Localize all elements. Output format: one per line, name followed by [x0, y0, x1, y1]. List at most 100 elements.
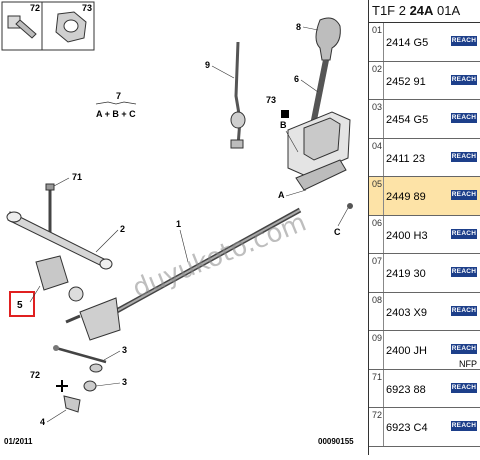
callout-9: 9 — [205, 60, 210, 70]
part-reference[interactable]: 6923 88 — [386, 383, 426, 396]
row-divider — [383, 254, 384, 292]
reach-badge[interactable]: REACH — [451, 190, 477, 200]
part-reference[interactable]: 6923 C4 — [386, 422, 428, 434]
callout-3a: 3 — [122, 345, 127, 355]
row-divider — [383, 408, 384, 446]
part-index: 02 — [372, 63, 383, 74]
part-reference[interactable]: 2452 91 — [386, 75, 426, 88]
reach-badge[interactable]: REACH — [451, 305, 477, 316]
part-index: 03 — [372, 102, 383, 112]
callout-1: 1 — [176, 219, 181, 229]
callout-72: 72 — [30, 370, 40, 380]
callout-A: A — [278, 190, 285, 200]
gear-knob — [315, 17, 341, 61]
callout-73: 73 — [266, 95, 276, 105]
nut-icon — [55, 11, 87, 43]
row-divider — [383, 331, 384, 369]
reach-badge[interactable]: REACH — [451, 151, 477, 162]
part-reference[interactable]: 2414 G5 — [386, 37, 429, 49]
reach-badge[interactable]: REACH — [451, 344, 477, 354]
part-note: NFP — [459, 359, 477, 369]
part-index: 08 — [372, 294, 383, 305]
formula-number: 7 — [116, 91, 121, 101]
highlight-box — [9, 291, 35, 317]
footer-code: 00090155 — [318, 437, 354, 446]
row-divider — [383, 138, 384, 176]
diagram-svg: 72 73 8 6 73 B 9 7 A + B + C 1 A C 71 — [1, 1, 354, 446]
shift-housing — [287, 111, 351, 191]
screw-72 — [56, 380, 68, 392]
formula-text: A + B + C — [96, 109, 136, 119]
part-reference[interactable]: 2400 JH — [386, 345, 427, 357]
reach-badge[interactable]: REACH — [451, 267, 477, 277]
callout-72-top: 72 — [30, 3, 40, 13]
part-index: 71 — [372, 371, 383, 382]
header-suffix: 01A — [433, 3, 461, 18]
part-reference[interactable]: 2411 23 — [386, 152, 425, 165]
part-index: 01 — [372, 25, 383, 35]
row-divider — [383, 292, 384, 330]
watermark: duyukoto.com — [128, 207, 310, 304]
row-divider — [383, 177, 384, 215]
callout-71: 71 — [72, 172, 82, 182]
bolt-c — [347, 203, 353, 209]
callout-4: 4 — [40, 417, 45, 427]
selector-lever-5 — [35, 255, 84, 302]
selector-rod-9 — [230, 41, 246, 149]
callout-2: 2 — [120, 224, 125, 234]
rod-3 — [53, 345, 107, 373]
reach-badge[interactable]: REACH — [451, 113, 477, 123]
part-reference[interactable]: 2449 89 — [386, 191, 426, 203]
callout-6: 6 — [294, 74, 299, 84]
bushing-3 — [83, 380, 97, 392]
reach-badge[interactable]: REACH — [451, 36, 477, 46]
header-prefix: T1F 2 — [372, 3, 410, 18]
header-bold: 24A — [409, 3, 434, 18]
callout-3b: 3 — [122, 377, 127, 387]
row-divider — [383, 61, 384, 99]
part-reference[interactable]: 2400 H3 — [386, 229, 428, 242]
footer-date: 01/2011 — [4, 437, 33, 446]
part-index: 04 — [372, 140, 383, 151]
row-divider — [383, 23, 384, 61]
exploded-parts-diagram: 72 73 8 6 73 B 9 7 A + B + C 1 A C 71 — [1, 1, 354, 446]
support-bracket-2 — [6, 211, 113, 270]
reach-badge[interactable]: REACH — [451, 228, 477, 239]
square-marker — [281, 110, 289, 118]
callout-8: 8 — [296, 22, 301, 32]
callout-5: 5 — [17, 300, 23, 311]
clip-4 — [63, 395, 81, 413]
part-index: 05 — [372, 179, 383, 189]
reach-badge[interactable]: REACH — [451, 421, 477, 431]
callout-B: B — [280, 120, 287, 130]
part-index: 06 — [372, 217, 383, 228]
callout-73-top: 73 — [82, 3, 92, 13]
callout-C: C — [334, 227, 341, 237]
row-divider — [383, 215, 384, 253]
part-reference[interactable]: 2419 30 — [386, 268, 426, 280]
reach-badge[interactable]: REACH — [451, 74, 477, 85]
cable-end-bracket — [65, 297, 121, 341]
part-index: 07 — [372, 256, 383, 266]
part-reference[interactable]: 2403 X9 — [386, 306, 427, 319]
stud-71 — [45, 183, 55, 240]
part-index: 72 — [372, 410, 383, 420]
row-divider — [383, 100, 384, 138]
part-index: 09 — [372, 333, 383, 343]
catalog-header: T1F 2 24A 01A — [369, 0, 480, 23]
row-divider — [383, 369, 384, 407]
reach-badge[interactable]: REACH — [451, 382, 477, 393]
part-reference[interactable]: 2454 G5 — [386, 114, 429, 126]
